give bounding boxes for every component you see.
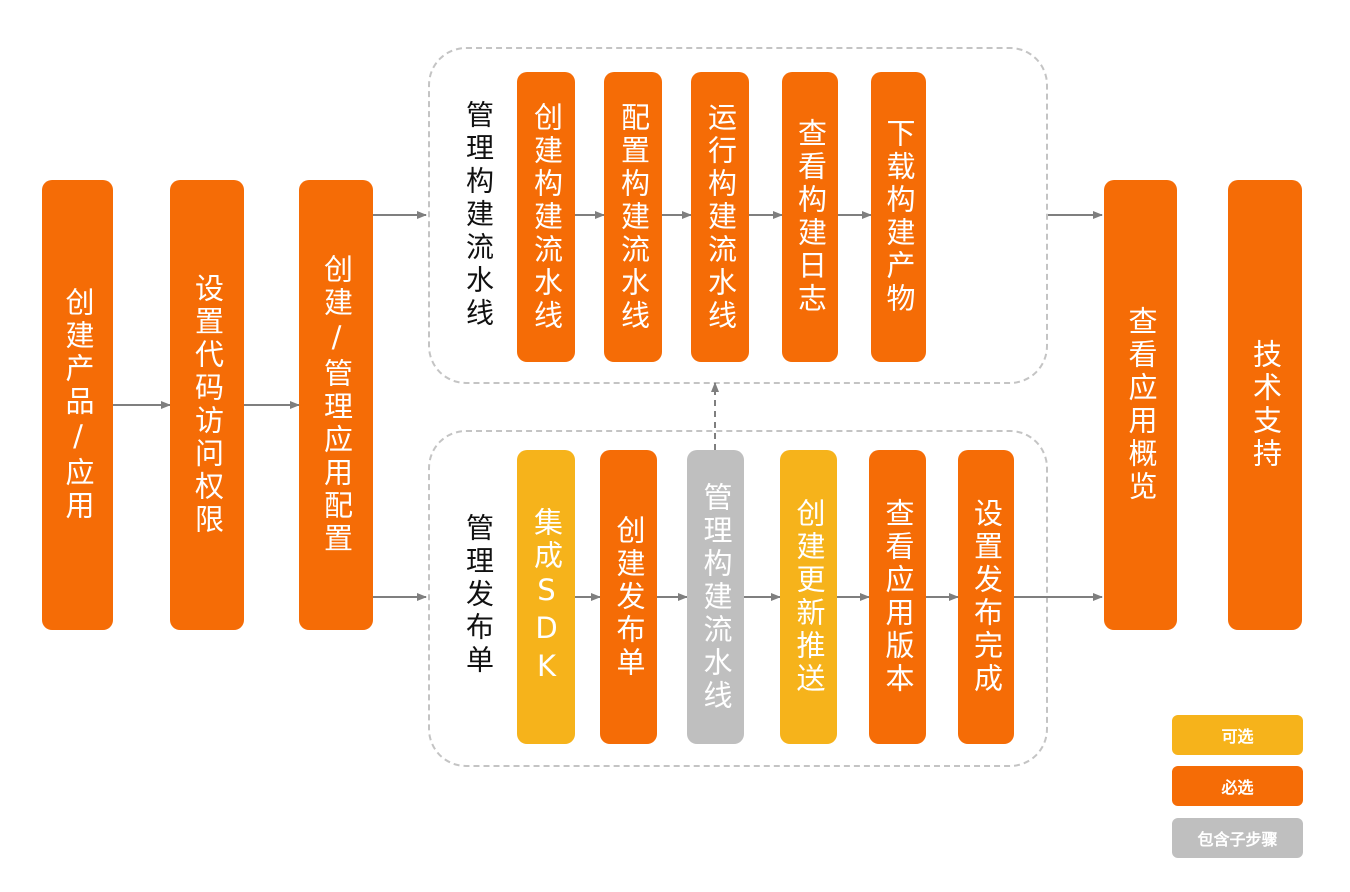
pipeline-step-configure: 配置构建流水线 — [604, 72, 662, 362]
legend-substeps: 包含子步骤 — [1172, 818, 1303, 858]
pipeline-group-label: 管理构建流水线 — [462, 99, 495, 331]
pipeline-step-run: 运行构建流水线 — [691, 72, 749, 362]
pipeline-group-container — [428, 47, 1048, 384]
release-step-manage-pipeline: 管理构建流水线 — [687, 450, 744, 744]
release-step-create-release: 创建发布单 — [600, 450, 657, 744]
step-view-app-overview: 查看应用概览 — [1104, 180, 1177, 630]
release-group-container — [428, 430, 1048, 767]
release-step-set-complete: 设置发布完成 — [958, 450, 1014, 744]
legend-required: 必选 — [1172, 766, 1303, 806]
step-set-code-access: 设置代码访问权限 — [170, 180, 244, 630]
step-set-code-access-label: 设置代码访问权限 — [190, 273, 225, 537]
step-create-product: 创建产品/应用 — [42, 180, 113, 630]
pipeline-step-create: 创建构建流水线 — [517, 72, 575, 362]
step-create-product-label: 创建产品/应用 — [61, 287, 95, 523]
release-step-integrate-sdk: 集成SDK — [517, 450, 575, 744]
pipeline-step-download-artifact: 下载构建产物 — [871, 72, 926, 362]
step-create-manage-config-label: 创建/管理应用配置 — [319, 254, 354, 556]
legend-optional: 可选 — [1172, 715, 1303, 755]
release-step-create-push: 创建更新推送 — [780, 450, 837, 744]
release-step-view-version: 查看应用版本 — [869, 450, 926, 744]
step-tech-support: 技术支持 — [1228, 180, 1302, 630]
step-create-manage-config: 创建/管理应用配置 — [299, 180, 373, 630]
pipeline-step-view-log: 查看构建日志 — [782, 72, 838, 362]
release-group-label: 管理发布单 — [462, 512, 495, 678]
